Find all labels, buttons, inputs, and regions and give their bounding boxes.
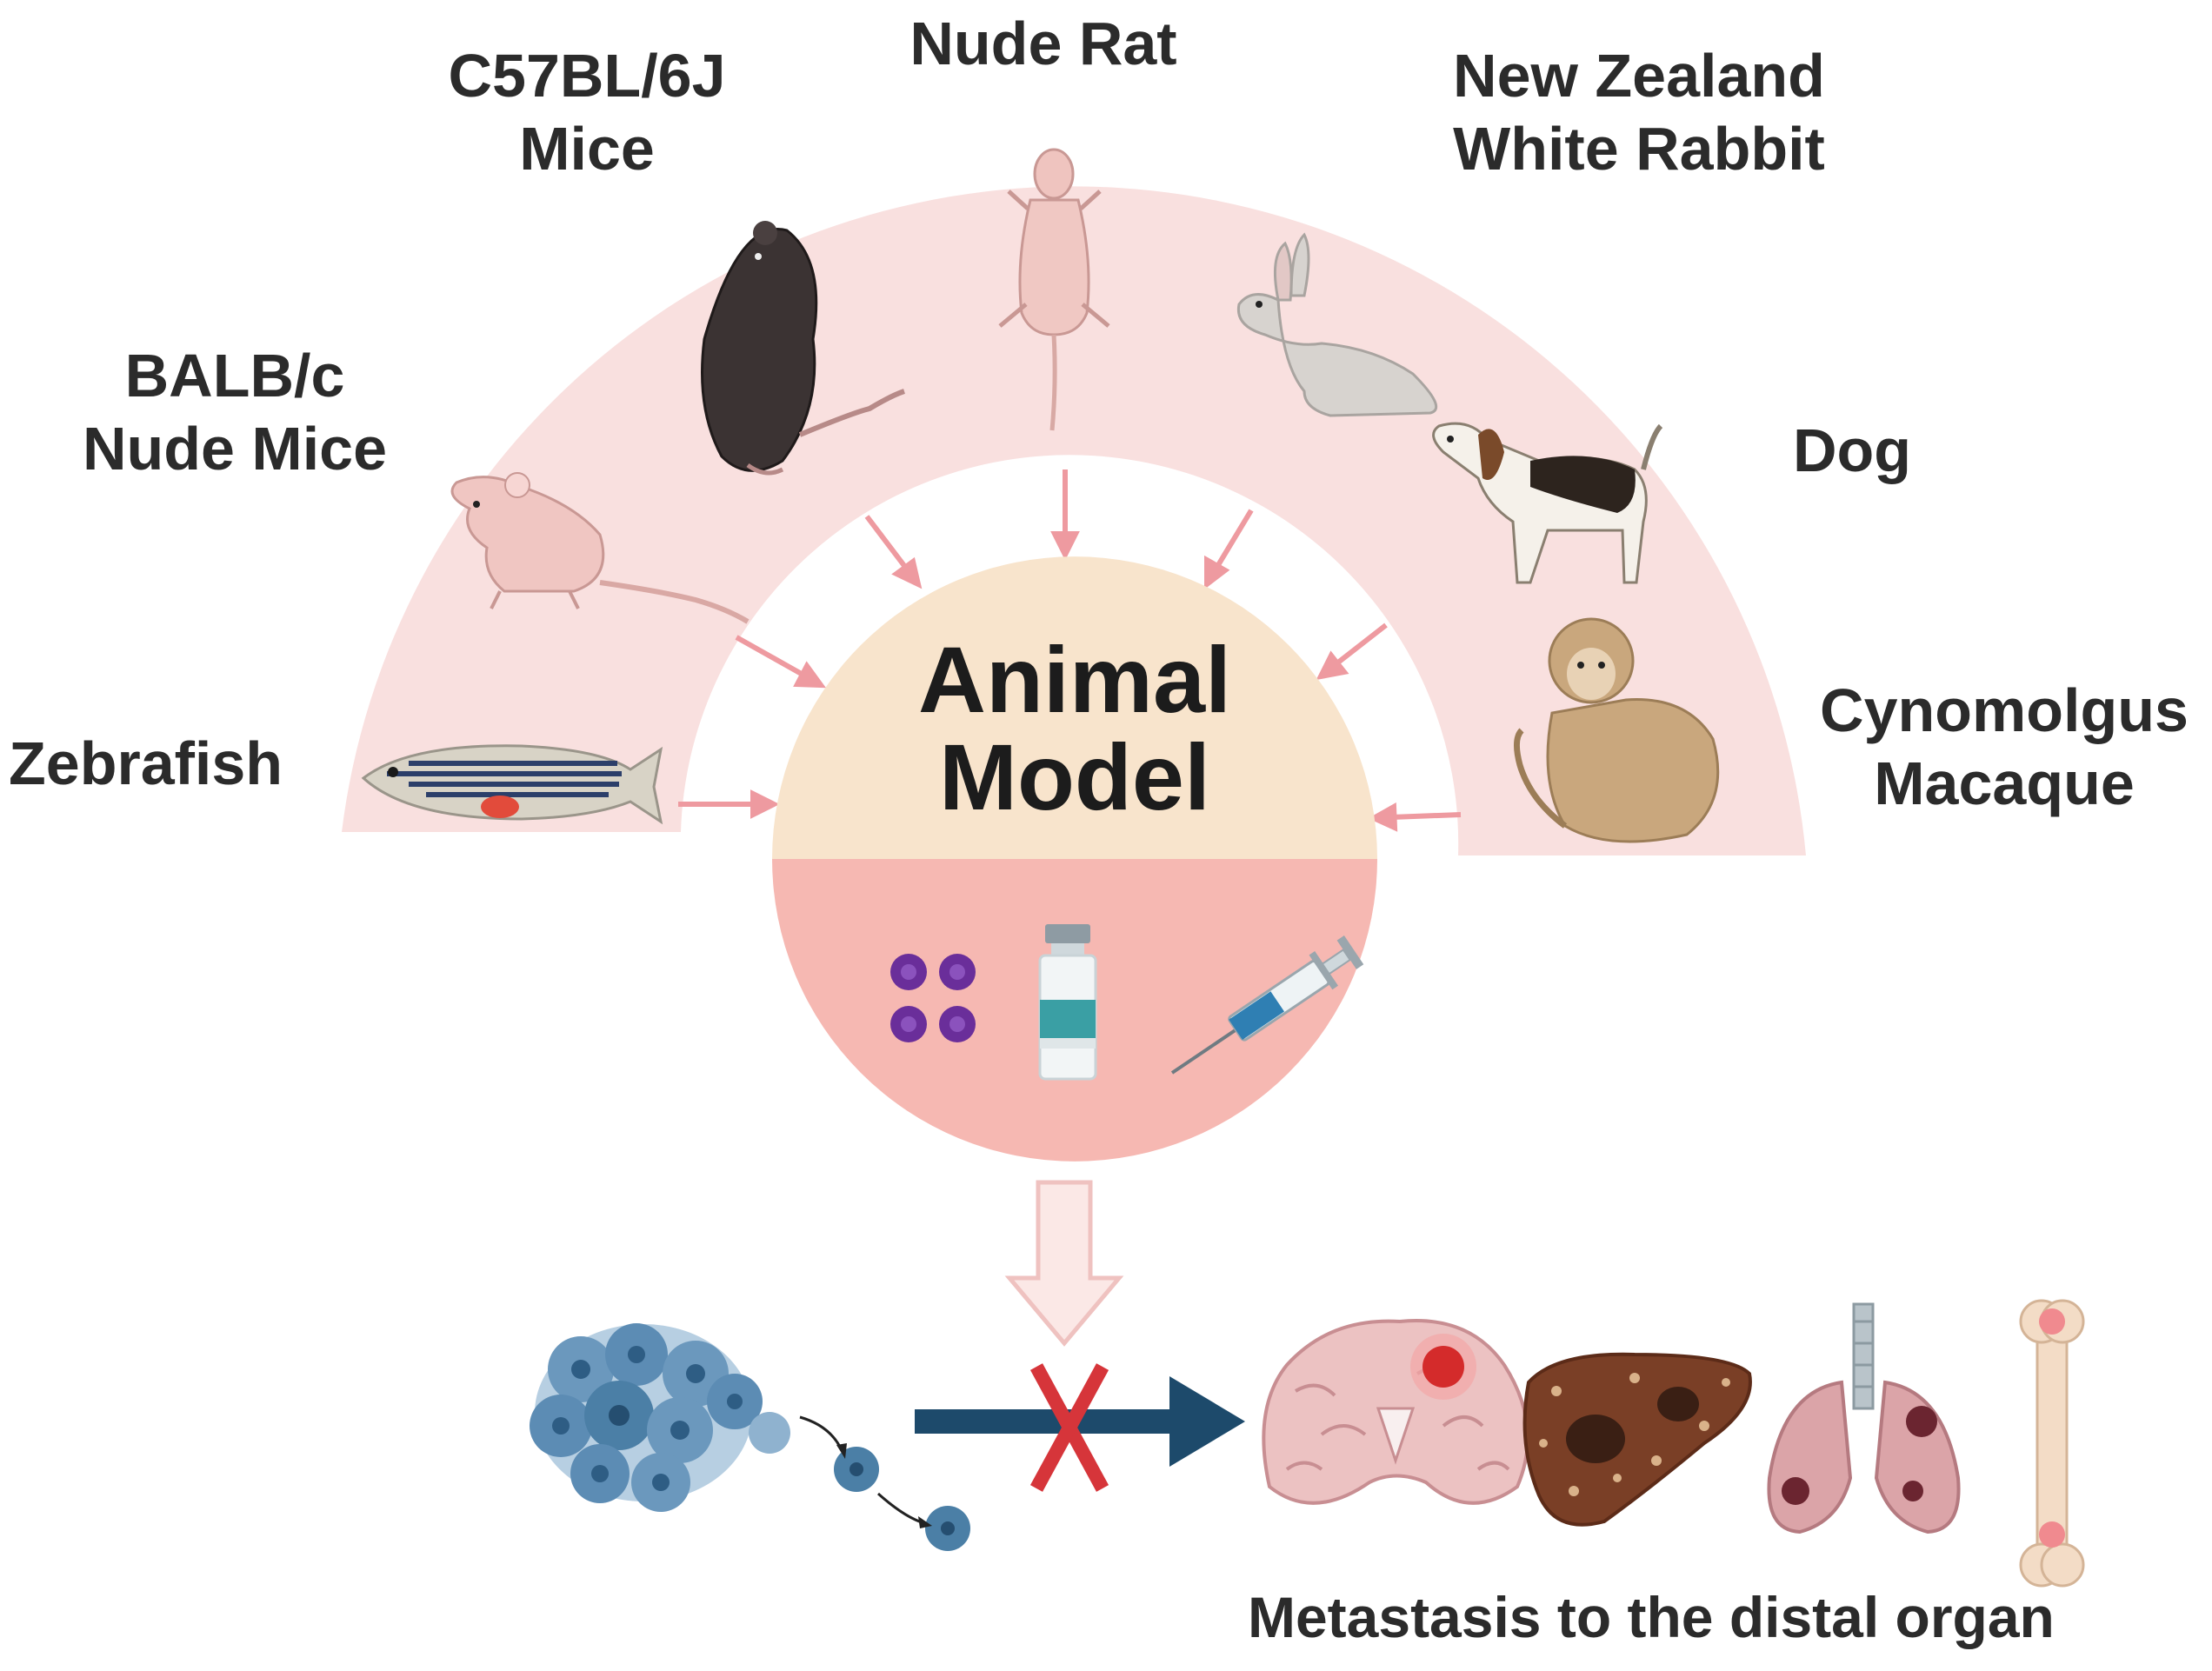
beagle-icon — [1432, 422, 1663, 584]
vial-icon — [1038, 924, 1097, 1081]
center-title-line2: Model — [939, 724, 1210, 830]
liver-icon — [1522, 1352, 1752, 1527]
label-balbc-nude-mice: BALB/c Nude Mice — [82, 342, 388, 483]
tumor-cluster-icon — [530, 1323, 970, 1551]
bone-icon — [2019, 1299, 2085, 1588]
center-title: Animal Model — [814, 627, 1336, 830]
radial-arrows — [678, 469, 1462, 832]
nude-rat-icon — [998, 148, 1110, 431]
syringe-icon — [1170, 935, 1364, 1075]
lungs-icon — [1767, 1302, 1961, 1535]
label-zebrafish: Zebrafish — [9, 729, 283, 797]
down-arrow — [1004, 1180, 1124, 1347]
center-title-line1: Animal — [917, 627, 1232, 732]
blocked-cross-icon — [1029, 1363, 1109, 1492]
nude-mouse-icon — [450, 472, 750, 624]
zebrafish-icon — [361, 744, 663, 825]
label-new-zealand-white-rabbit: New Zealand White Rabbit — [1453, 42, 1825, 183]
label-c57bl6j-mice: C57BL/6J Mice — [448, 42, 726, 183]
black-mouse-icon — [701, 221, 905, 476]
rabbit-icon — [1236, 232, 1438, 417]
label-dog: Dog — [1792, 416, 1912, 484]
center-circle-top — [772, 556, 1377, 859]
label-cynomolgus-macaque: Cynomolgus Macaque — [1820, 676, 2189, 817]
label-nude-rat: Nude Rat — [909, 10, 1177, 77]
macaque-icon — [1514, 617, 1720, 843]
metastasis-caption: Metastasis to the distal organ — [1248, 1585, 2055, 1649]
brain-icon — [1262, 1319, 1529, 1505]
blocked-arrow — [915, 1376, 1245, 1467]
cells-icon — [890, 954, 976, 1042]
